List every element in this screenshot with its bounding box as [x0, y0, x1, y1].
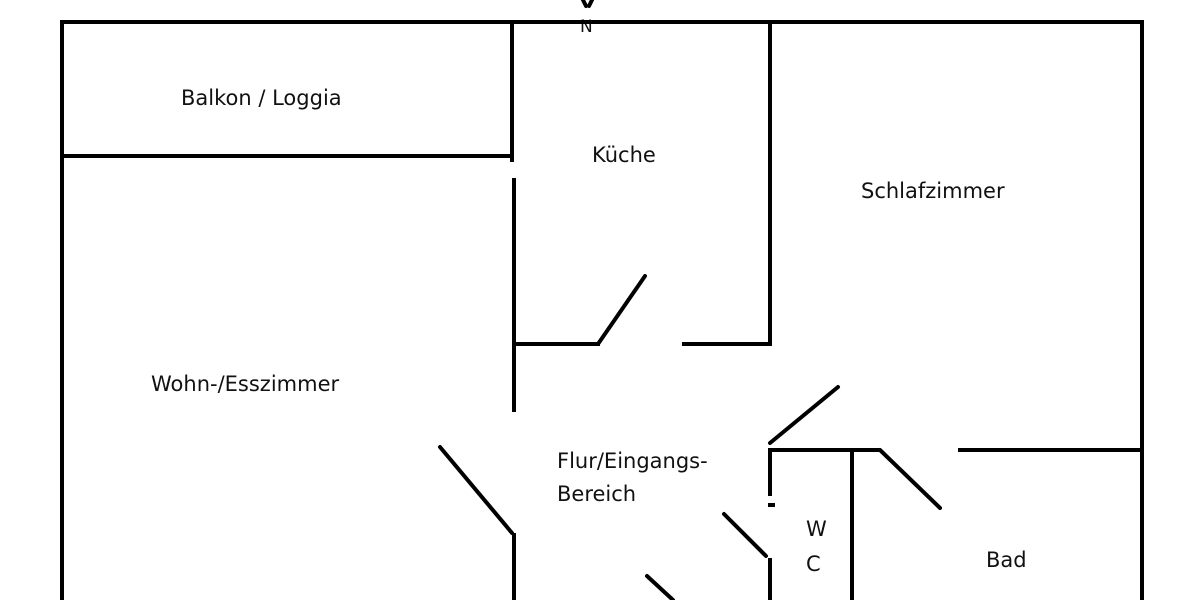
room-label-bad: Bad [986, 548, 1027, 572]
room-label-wc-line2: C [806, 552, 821, 576]
room-label-balkon: Balkon / Loggia [181, 86, 342, 110]
room-label-wohnzimmer: Wohn-/Esszimmer [151, 372, 339, 396]
door-wohnzimmer [438, 445, 514, 535]
door-kueche [596, 274, 647, 346]
room-label-wc-line1: W [806, 517, 827, 541]
room-label-flur-line2: Bereich [557, 482, 636, 506]
door-schlafzimmer [768, 385, 840, 445]
room-label-kueche: Küche [592, 143, 656, 167]
interior-walls [60, 20, 1144, 600]
door-bad [878, 448, 942, 510]
outer-walls [60, 20, 1144, 600]
room-label-schlafzimmer: Schlafzimmer [861, 179, 1005, 203]
doors [438, 274, 942, 600]
door-wc [722, 512, 768, 558]
door-entrance [645, 574, 675, 600]
north-arrow-icon [581, 0, 594, 8]
room-label-flur-line1: Flur/Eingangs- [557, 449, 708, 473]
